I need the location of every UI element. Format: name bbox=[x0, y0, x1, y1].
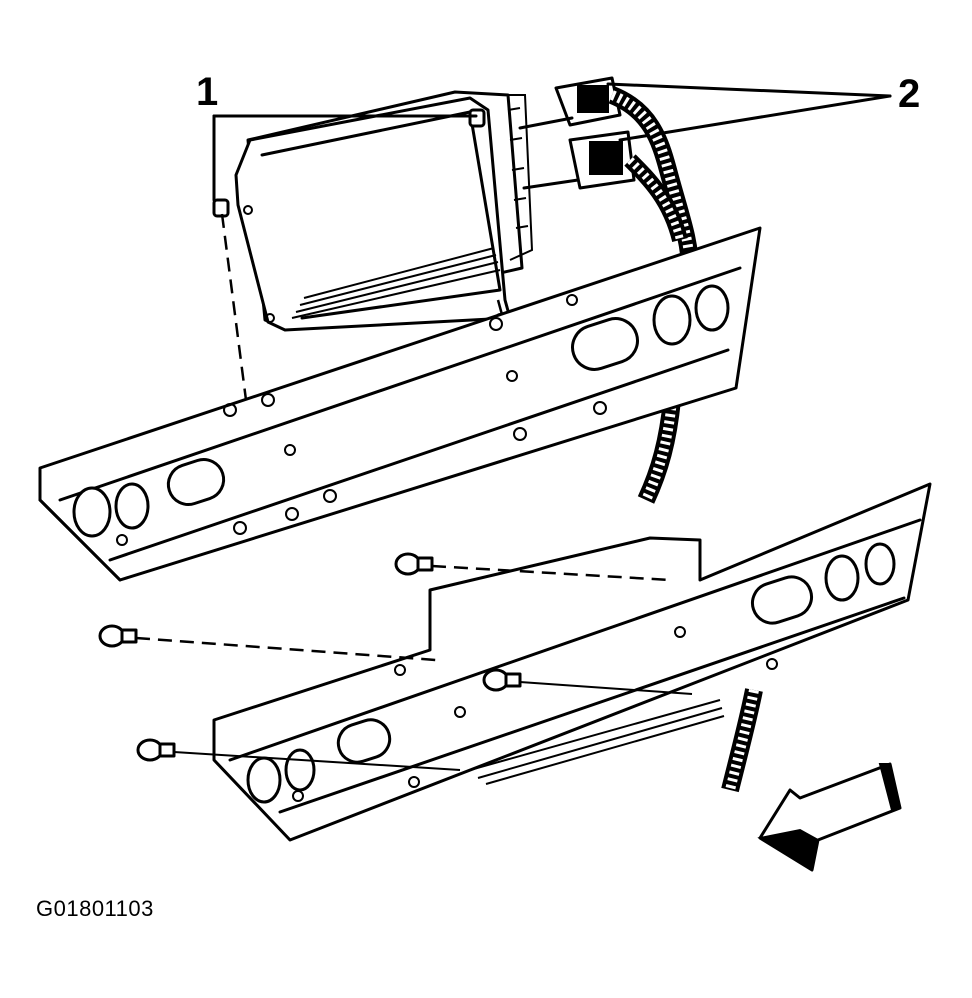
callout-2-leaders bbox=[606, 82, 892, 142]
lower-bracket-body bbox=[212, 482, 932, 842]
module-front-plate bbox=[234, 96, 512, 332]
lower-bracket-slot-left bbox=[336, 718, 392, 764]
mounting-screws bbox=[98, 552, 693, 771]
callout-label-2: 2 bbox=[898, 72, 921, 116]
module-mount-tab-right bbox=[468, 108, 486, 128]
upper-bracket-slot-right bbox=[571, 317, 639, 371]
upper-bracket-slot-left bbox=[166, 458, 226, 506]
upper-bracket bbox=[38, 226, 762, 582]
lower-module-fins bbox=[469, 699, 725, 785]
lower-bracket-slot-right bbox=[750, 575, 814, 625]
figure-id-label: G01801103 bbox=[36, 896, 154, 921]
callout-label-1: 1 bbox=[196, 70, 219, 114]
wire-harness bbox=[608, 86, 763, 793]
wiring-connectors bbox=[518, 76, 636, 190]
module-fins bbox=[291, 247, 501, 319]
screw-4 bbox=[136, 738, 461, 771]
screw-2 bbox=[98, 624, 437, 662]
module-mount-tab-left bbox=[212, 198, 230, 218]
lower-bracket bbox=[212, 482, 932, 842]
control-module bbox=[212, 90, 534, 401]
screw-1 bbox=[394, 552, 671, 582]
callout-1-leaders bbox=[212, 114, 478, 202]
front-direction-arrow-icon bbox=[757, 762, 902, 872]
screw-3 bbox=[482, 668, 693, 695]
